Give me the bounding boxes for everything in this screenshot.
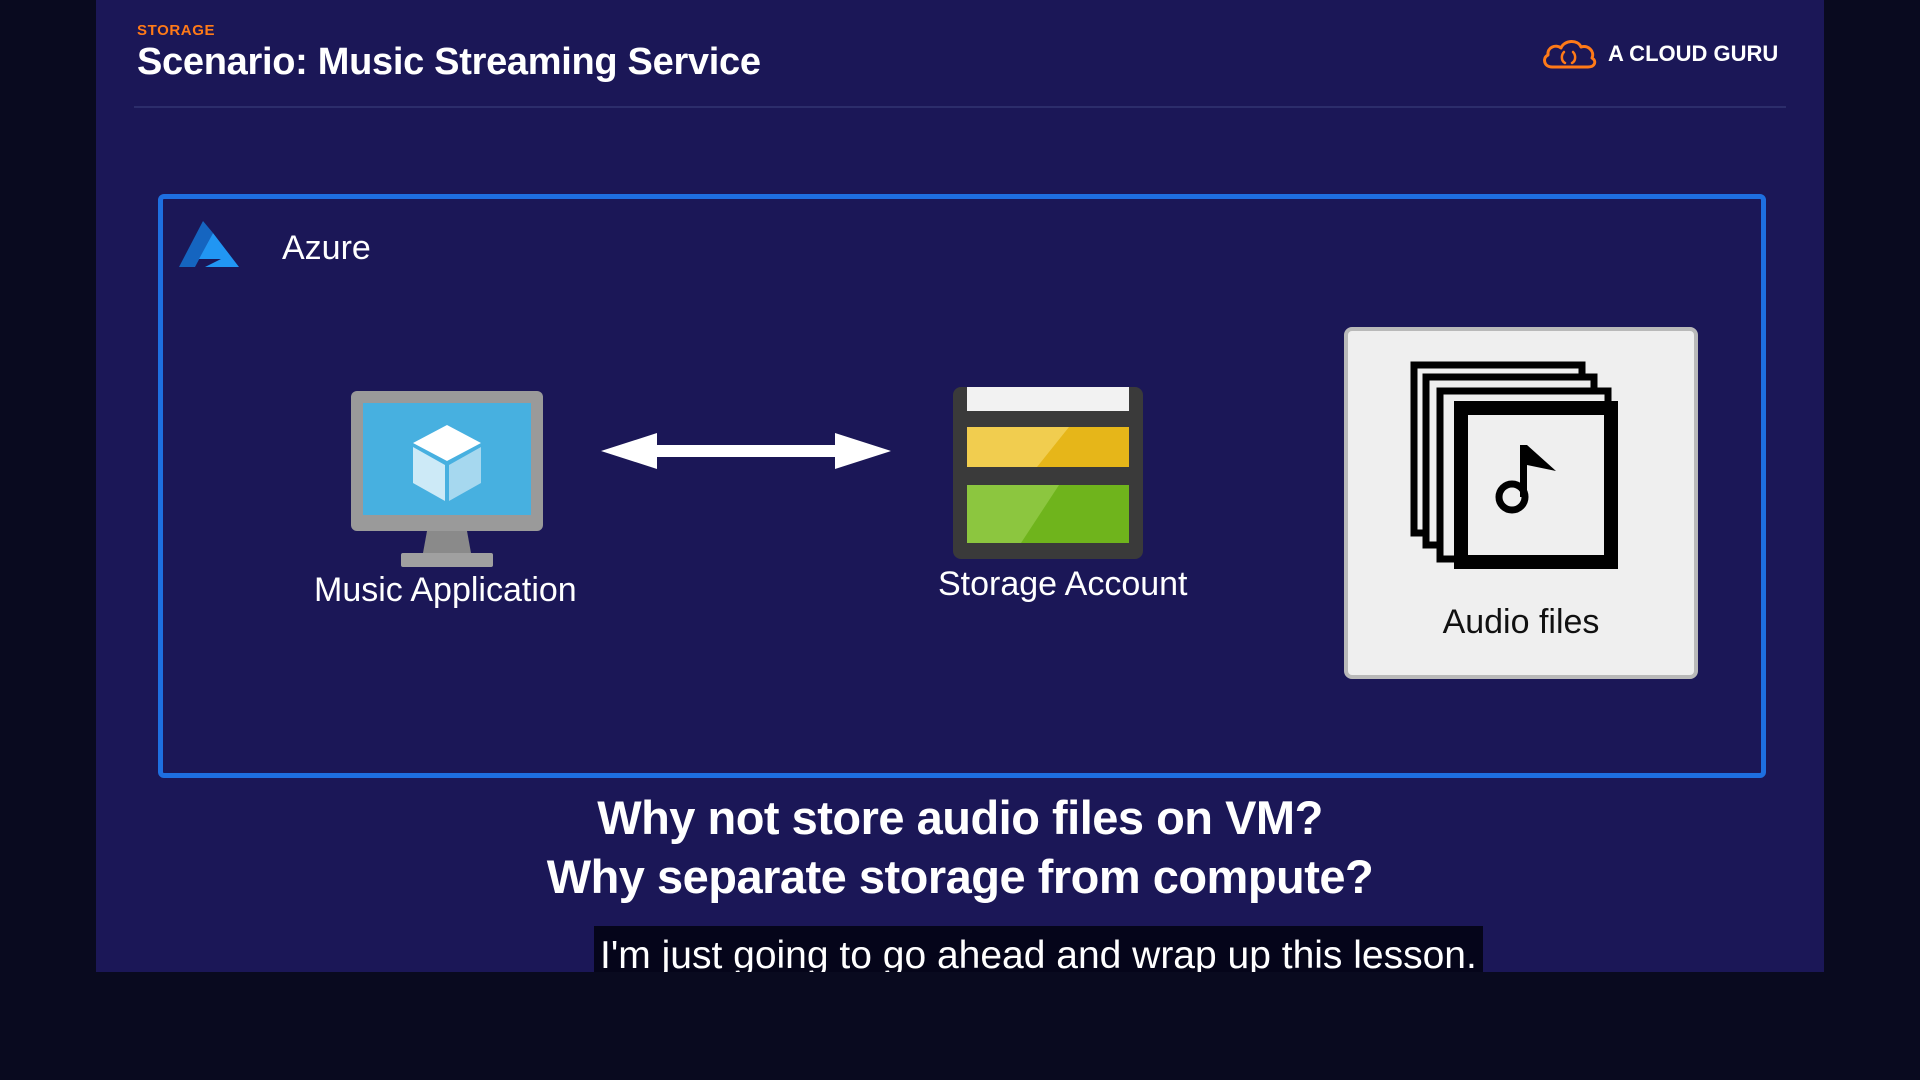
brand-name: A CLOUD GURU: [1608, 41, 1779, 66]
subtitle-caption: I'm just going to go ahead and wrap up t…: [594, 926, 1483, 972]
storage-account-label: Storage Account: [938, 565, 1188, 603]
section-eyebrow: STORAGE: [137, 22, 216, 39]
brand: A CLOUD GURU: [1540, 34, 1778, 74]
letterbox-bottom: [0, 972, 1920, 1080]
slide: STORAGE Scenario: Music Streaming Servic…: [96, 0, 1824, 972]
azure-container: Azure Music Application Storage Account: [158, 194, 1766, 778]
header-divider: [134, 106, 1786, 108]
audio-files-label: Audio files: [1442, 603, 1600, 641]
storage-account-icon: [953, 387, 1143, 559]
cloud-guru-logo-icon: [1543, 40, 1597, 69]
music-application-label: Music Application: [314, 571, 577, 609]
question-separate-storage: Why separate storage from compute?: [546, 850, 1374, 903]
azure-label: Azure: [282, 229, 371, 267]
bidirectional-arrow-icon: [601, 433, 891, 469]
discussion-questions: Why not store audio files on VM? Why sep…: [96, 788, 1824, 906]
slide-title: Scenario: Music Streaming Service: [137, 41, 761, 83]
azure-logo-icon: [179, 221, 239, 267]
virtual-machine-icon: [351, 391, 543, 567]
audio-files-card: Audio files: [1344, 327, 1698, 679]
question-vm-storage: Why not store audio files on VM?: [597, 791, 1323, 844]
music-note-icon: [1495, 445, 1556, 514]
